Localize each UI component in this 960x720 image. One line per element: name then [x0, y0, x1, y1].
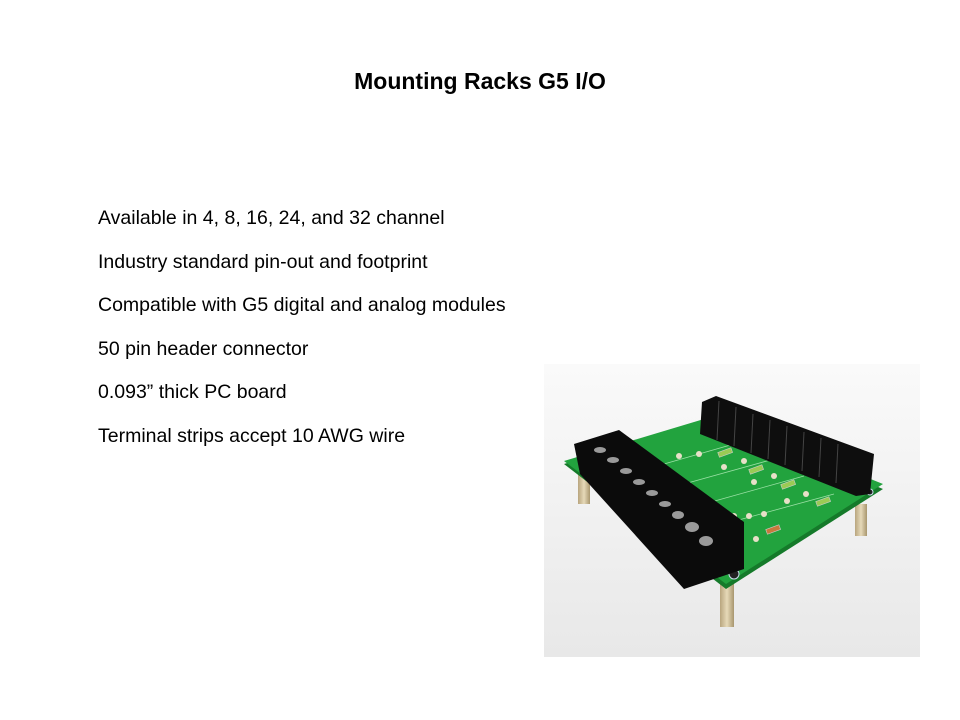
feature-item: Terminal strips accept 10 AWG wire [98, 424, 406, 447]
standoff [720, 582, 734, 627]
feature-item: 50 pin header connector [98, 337, 309, 360]
terminal-strip-back-dividers [716, 400, 839, 484]
feature-item: Available in 4, 8, 16, 24, and 32 channe… [98, 207, 445, 229]
pcb-traces [663, 443, 835, 525]
solder-pads [676, 451, 809, 542]
terminal-strip-back [700, 396, 874, 496]
feature-item: Compatible with G5 digital and analog mo… [98, 294, 506, 317]
mounting-rack-photo [544, 364, 920, 657]
feature-list: Available in 4, 8, 16, 24, and 32 channe… [98, 206, 506, 468]
feature-item: Industry standard pin-out and footprint [98, 250, 428, 273]
terminal-screws [594, 447, 713, 546]
terminal-strip-front [574, 430, 744, 589]
resistors [717, 447, 831, 535]
slide-title: Mounting Racks G5 I/O [354, 68, 606, 94]
standoff [855, 504, 867, 536]
feature-item: 0.093” thick PC board [98, 381, 287, 404]
pcb-illustration [544, 364, 920, 657]
